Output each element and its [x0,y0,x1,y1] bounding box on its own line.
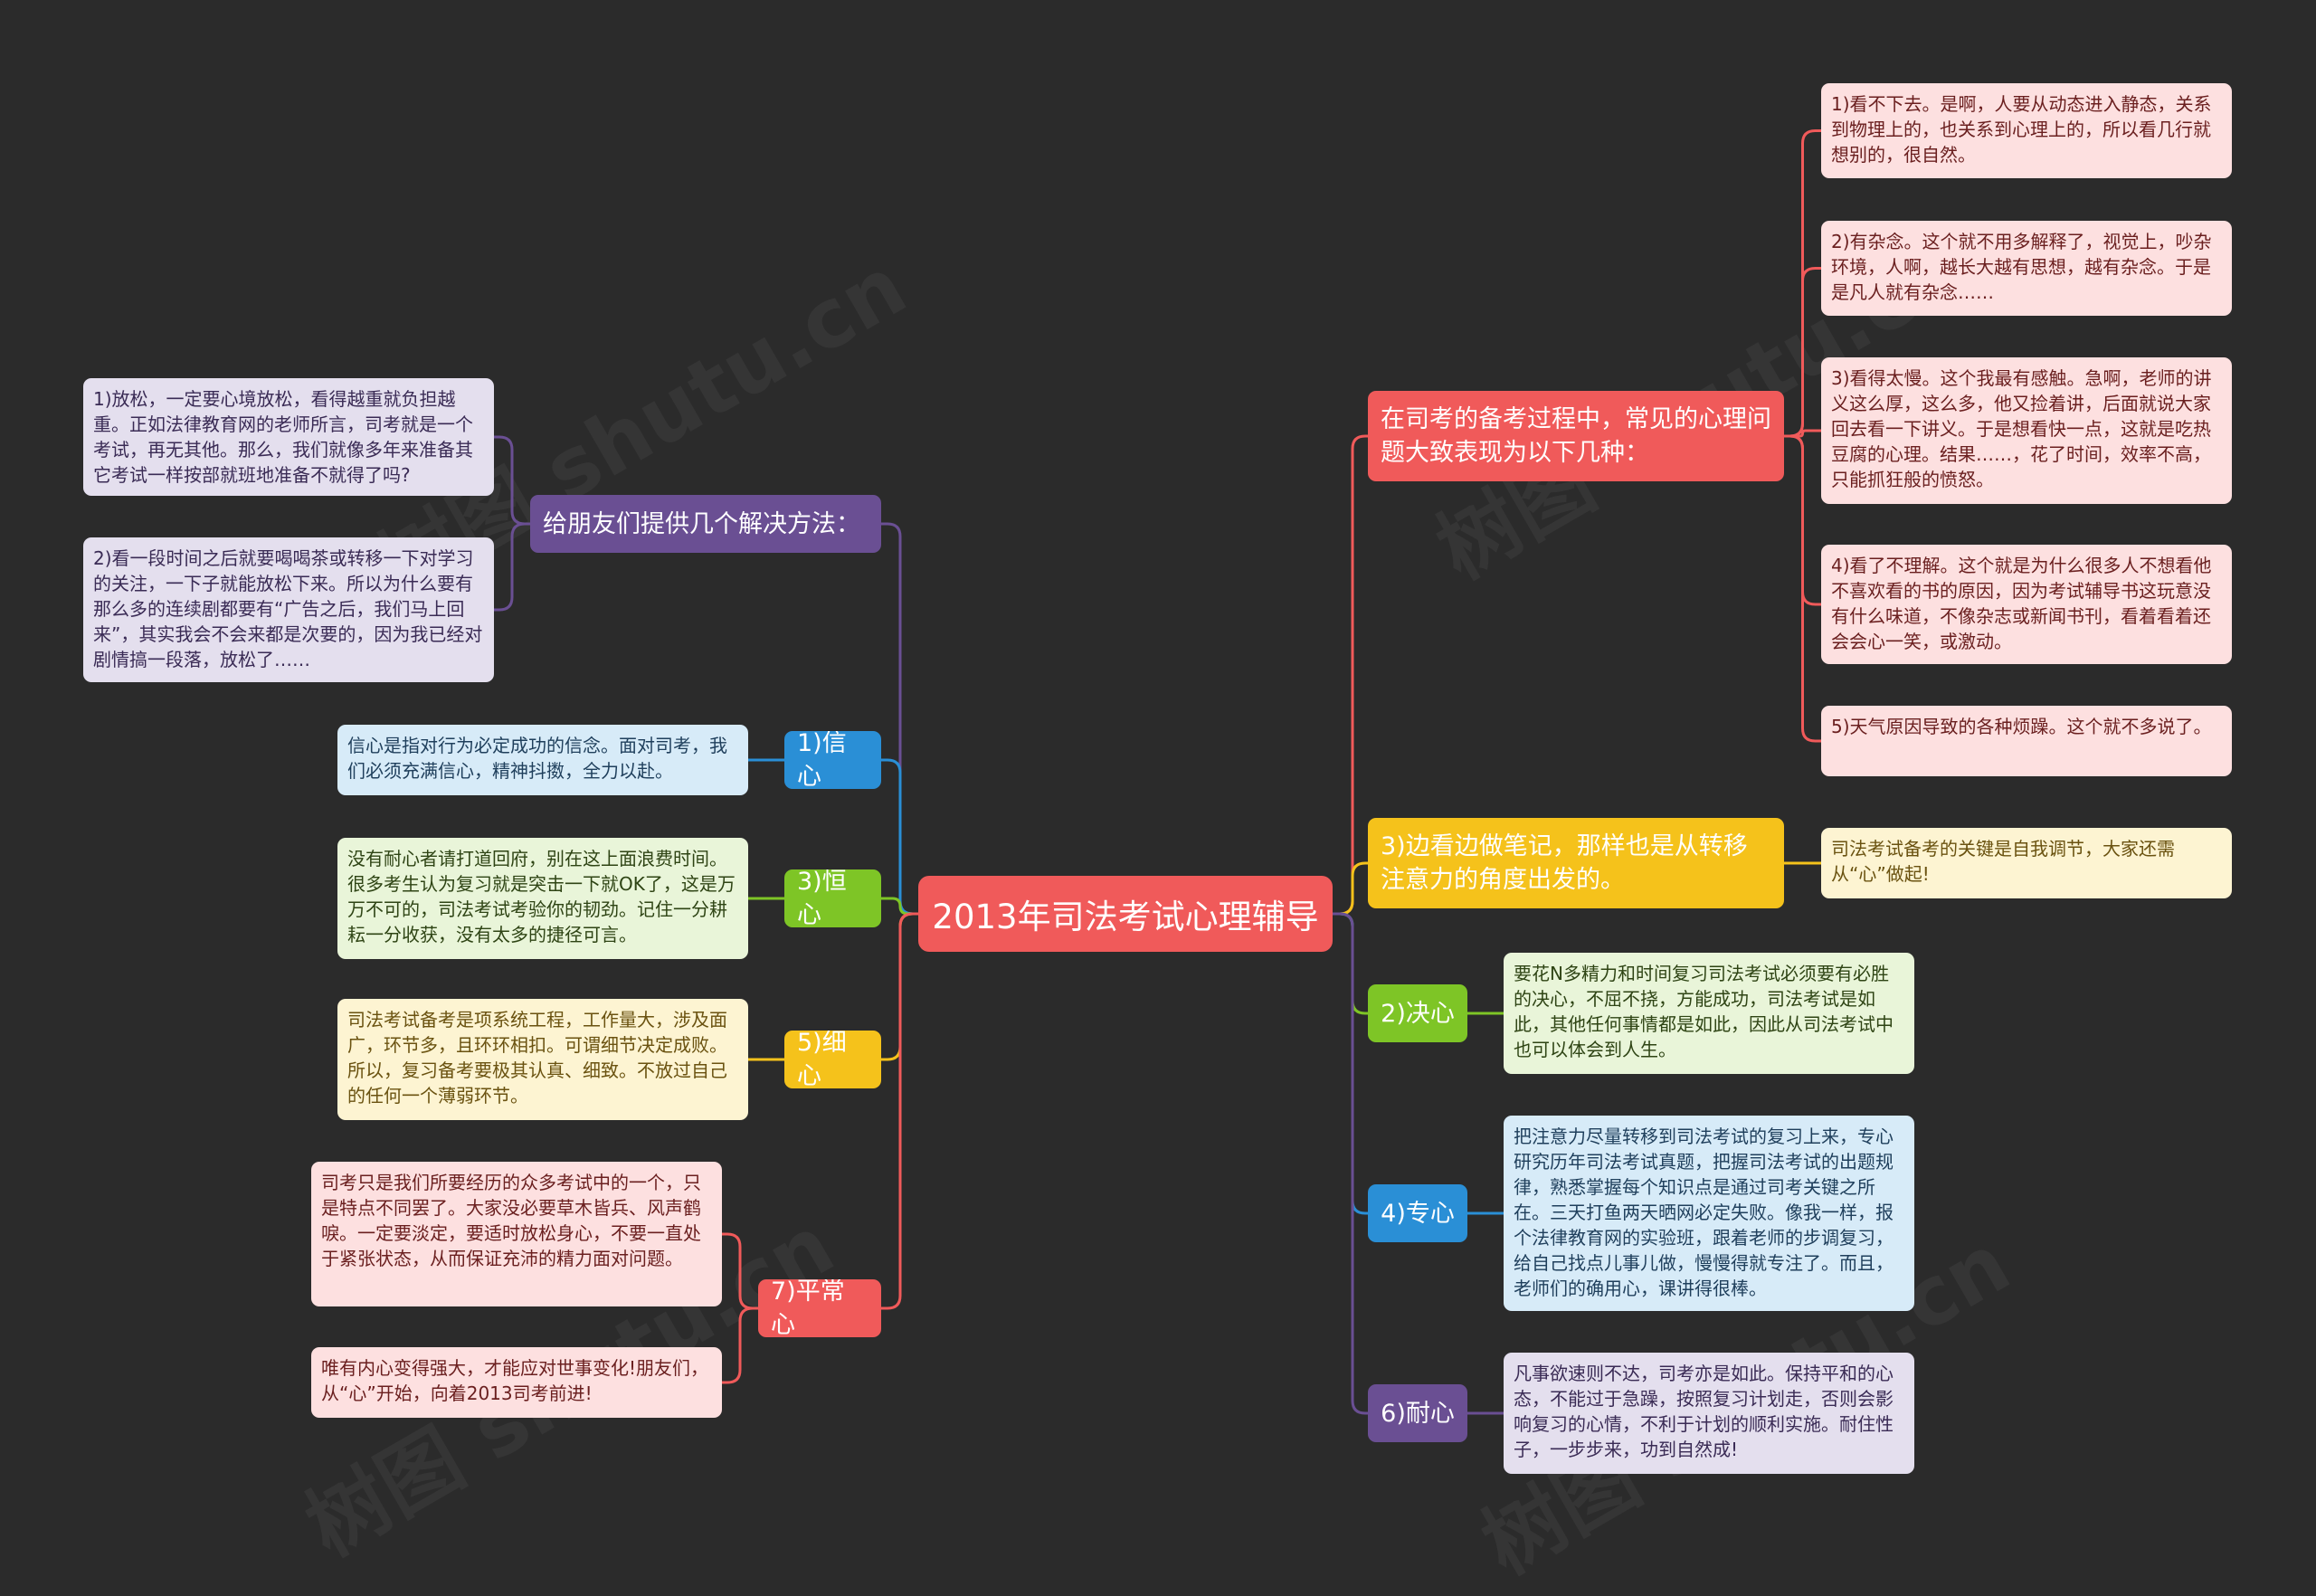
branch-patience[interactable]: 6)耐心 [1368,1384,1467,1442]
branch-label: 1)信心 [797,731,847,789]
root-topic-label: 2013年司法考试心理辅导 [932,898,1319,936]
connector-line [1333,912,1368,1415]
leaf-text: 没有耐心者请打道回府，别在这上面浪费时间。很多考生认为复习就是突击一下就OK了，… [347,848,736,945]
leaf-note[interactable]: 3)看得太慢。这个我最有感触。急啊，老师的讲义这么厚，这么多，他又捡着讲，后面就… [1821,357,2232,504]
leaf-note[interactable]: 司法考试备考的关键是自我调节，大家还需从“心”做起! [1821,828,2232,898]
leaf-note[interactable]: 唯有内心变得强大，才能应对世事变化!朋友们，从“心”开始，向着2013司考前进! [311,1347,722,1418]
connector-line [1333,434,1368,916]
branch-label: 在司考的备考过程中，常见的心理问题大致表现为以下几种： [1381,405,1771,467]
connector-line [722,1232,758,1310]
branch-take-notes[interactable]: 3)边看边做笔记，那样也是从转移注意力的角度出发的。 [1368,818,1784,908]
branch-equanimity[interactable]: 7)平常心 [758,1279,881,1337]
connector-lines [494,129,1821,1415]
leaf-text: 司考只是我们所要经历的众多考试中的一个，只是特点不同罢了。大家没必要草木皆兵、风… [321,1172,701,1269]
branch-confidence[interactable]: 1)信心 [784,731,881,789]
leaf-note[interactable]: 4)看了不理解。这个就是为什么很多人不想看他不喜欢看的书的原因，因为考试辅导书这… [1821,545,2232,664]
leaf-text: 4)看了不理解。这个就是为什么很多人不想看他不喜欢看的书的原因，因为考试辅导书这… [1831,555,2212,652]
branch-label: 2)决心 [1381,999,1455,1028]
connector-line [1784,267,1821,438]
branch-determination[interactable]: 2)决心 [1368,984,1467,1042]
branch-perseverance[interactable]: 3)恒心 [784,869,881,927]
leaf-text: 把注意力尽量转移到司法考试的复习上来，专心研究历年司法考试真题，把握司法考试的出… [1514,1126,1894,1299]
leaf-text: 3)看得太慢。这个我最有感触。急啊，老师的讲义这么厚，这么多，他又捡着讲，后面就… [1831,367,2212,490]
connector-line [1333,912,1368,1215]
leaf-text: 司法考试备考的关键是自我调节，大家还需从“心”做起! [1831,838,2175,885]
branch-focus[interactable]: 4)专心 [1368,1184,1467,1242]
leaf-text: 1)放松，一定要心境放松，看得越重就负担越重。正如法律教育网的老师所言，司考就是… [93,388,473,486]
leaf-note[interactable]: 司考只是我们所要经历的众多考试中的一个，只是特点不同罢了。大家没必要草木皆兵、风… [311,1162,722,1306]
leaf-note[interactable]: 1)看不下去。是啊，人要从动态进入静态，关系到物理上的，也关系到心理上的，所以看… [1821,83,2232,178]
leaf-text: 司法考试备考是项系统工程，工作量大，涉及面广，环节多，且环环相扣。可谓细节决定成… [347,1009,727,1107]
leaf-text: 唯有内心变得强大，才能应对世事变化!朋友们，从“心”开始，向着2013司考前进! [321,1357,709,1404]
connector-line [494,522,530,612]
leaf-note[interactable]: 要花N多精力和时间复习司法考试必须要有必胜的决心，不屈不挠，方能成功，司法考试是… [1504,953,1914,1074]
connector-line [1784,434,1821,743]
root-topic[interactable]: 2013年司法考试心理辅导 [918,876,1333,952]
connector-line [881,912,918,1310]
leaf-text: 要花N多精力和时间复习司法考试必须要有必胜的决心，不屈不挠，方能成功，司法考试是… [1514,963,1894,1060]
branch-label: 3)边看边做笔记，那样也是从转移注意力的角度出发的。 [1381,832,1748,894]
leaf-text: 2)看一段时间之后就要喝喝茶或转移一下对学习的关注，一下子就能放松下来。所以为什… [93,547,483,670]
leaf-text: 凡事欲速则不达，司考亦是如此。保持平和的心态，不能过于急躁，按照复习计划走，否则… [1514,1363,1894,1460]
connector-line [494,435,530,526]
leaf-note[interactable]: 司法考试备考是项系统工程，工作量大，涉及面广，环节多，且环环相扣。可谓细节决定成… [337,999,748,1120]
leaf-note[interactable]: 凡事欲速则不达，司考亦是如此。保持平和的心态，不能过于急躁，按照复习计划走，否则… [1504,1353,1914,1474]
leaf-note[interactable]: 2)有杂念。这个就不用多解释了，视觉上，吵杂环境，人啊，越长大越有思想，越有杂念… [1821,221,2232,316]
leaf-note[interactable]: 5)天气原因导致的各种烦躁。这个就不多说了。 [1821,706,2232,776]
branch-label: 给朋友们提供几个解决方法： [543,509,860,538]
branch-label: 4)专心 [1381,1199,1455,1228]
leaf-note[interactable]: 信心是指对行为必定成功的信念。面对司考，我们必须充满信心，精神抖擞，全力以赴。 [337,725,748,795]
leaf-note[interactable]: 没有耐心者请打道回府，别在这上面浪费时间。很多考生认为复习就是突击一下就OK了，… [337,838,748,959]
leaf-note[interactable]: 1)放松，一定要心境放松，看得越重就负担越重。正如法律教育网的老师所言，司考就是… [83,378,494,496]
branch-label: 3)恒心 [797,869,847,927]
connector-line [1784,429,1821,438]
branch-label: 6)耐心 [1381,1399,1455,1428]
leaf-text: 信心是指对行为必定成功的信念。面对司考，我们必须充满信心，精神抖擞，全力以赴。 [347,735,727,782]
leaf-text: 5)天气原因导致的各种烦躁。这个就不多说了。 [1831,716,2212,737]
branch-common-problems[interactable]: 在司考的备考过程中，常见的心理问题大致表现为以下几种： [1368,391,1784,481]
connector-line [1333,912,1368,1015]
leaf-note[interactable]: 把注意力尽量转移到司法考试的复习上来，专心研究历年司法考试真题，把握司法考试的出… [1504,1116,1914,1311]
connector-line [881,897,918,916]
connector-line [1333,861,1368,916]
branch-label: 5)细心 [797,1031,847,1088]
mind-map-canvas: 树图 shutu.cn 树图 shutu.cn 树图 shutu.cn 树图 s… [83,83,2232,1593]
leaf-text: 1)看不下去。是啊，人要从动态进入静态，关系到物理上的，也关系到心理上的，所以看… [1831,93,2212,166]
branch-solutions[interactable]: 给朋友们提供几个解决方法： [530,495,881,553]
branch-carefulness[interactable]: 5)细心 [784,1031,881,1088]
connector-line [722,1306,758,1384]
branch-label: 7)平常心 [771,1279,845,1337]
connector-line [881,758,918,916]
leaf-text: 2)有杂念。这个就不用多解释了，视觉上，吵杂环境，人啊，越长大越有思想，越有杂念… [1831,231,2212,303]
leaf-note[interactable]: 2)看一段时间之后就要喝喝茶或转移一下对学习的关注，一下子就能放松下来。所以为什… [83,537,494,682]
